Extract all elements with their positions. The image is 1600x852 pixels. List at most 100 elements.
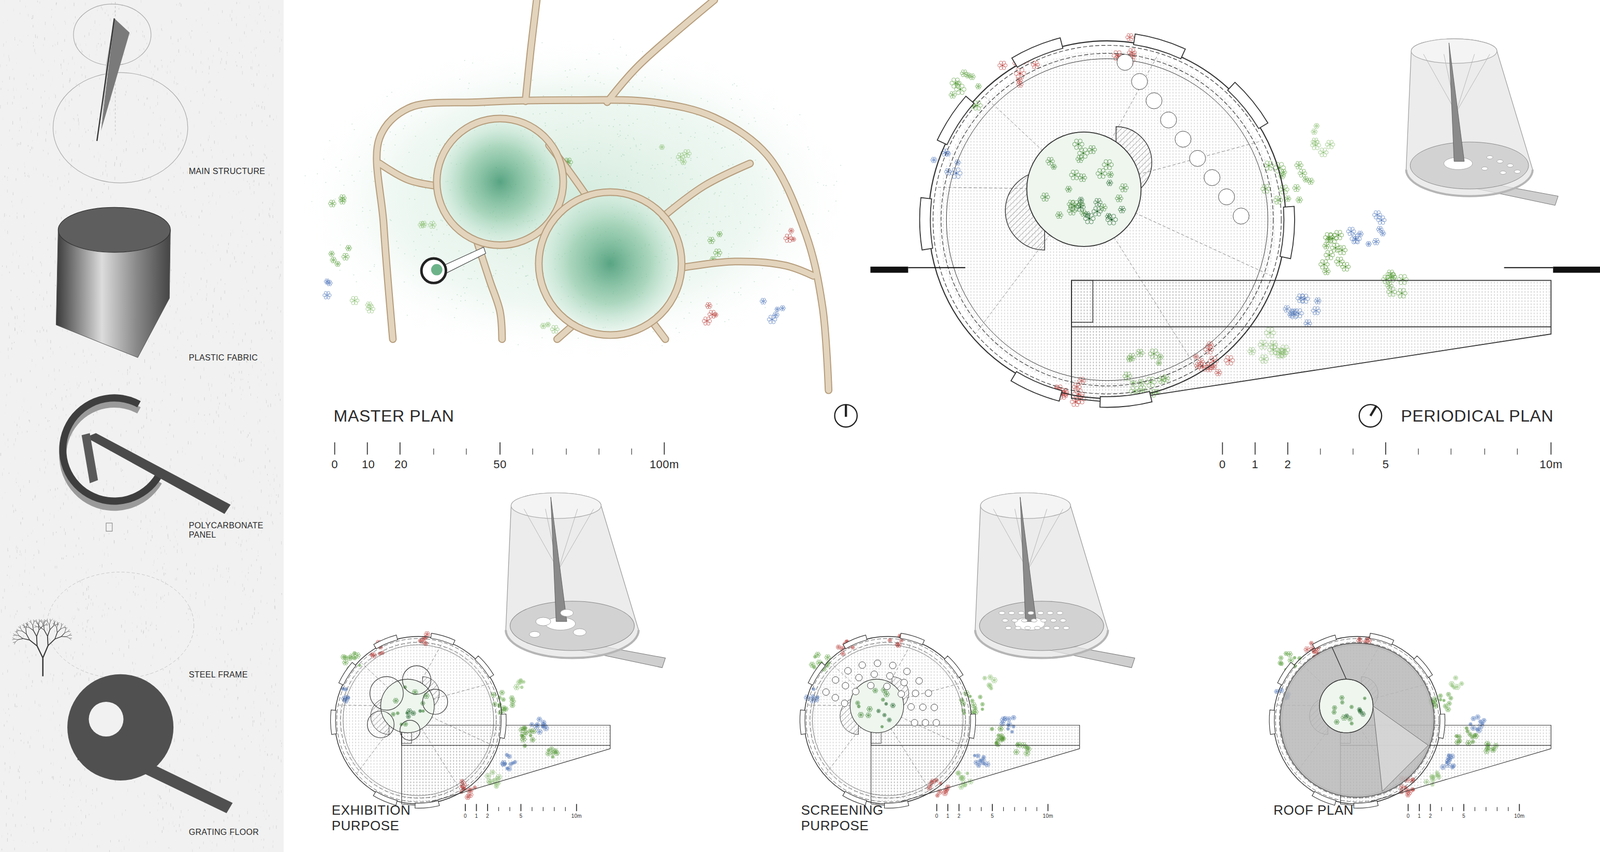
illustration-part	[32, 146, 34, 149]
illustration-part	[125, 809, 126, 811]
illustration-part	[157, 95, 158, 99]
illustration-part	[255, 47, 257, 49]
illustration-part	[83, 355, 85, 357]
illustration-part	[242, 505, 244, 508]
illustration-part	[88, 346, 90, 351]
illustration-part	[81, 48, 82, 52]
illustration-part	[27, 175, 28, 177]
illustration-part	[82, 552, 84, 555]
illustration-part	[271, 511, 272, 516]
illustration-part	[272, 473, 274, 475]
illustration-part	[32, 140, 33, 142]
illustration-part	[19, 12, 21, 15]
illustration-part	[25, 556, 26, 561]
illustration-part	[177, 135, 179, 138]
illustration-part	[77, 522, 79, 525]
illustration-part	[200, 737, 201, 742]
illustration-part	[10, 242, 12, 245]
illustration-part	[150, 60, 151, 64]
illustration-part	[187, 441, 189, 445]
illustration-part	[115, 586, 117, 588]
illustration-part	[245, 620, 246, 625]
illustration-part	[271, 753, 273, 756]
illustration-part	[6, 214, 7, 216]
illustration-part	[265, 415, 267, 419]
illustration-part	[275, 436, 277, 440]
illustration-part	[42, 224, 44, 227]
illustration-part	[271, 329, 272, 332]
illustration-part	[266, 399, 267, 403]
illustration-part	[165, 785, 167, 788]
illustration-part	[254, 101, 256, 104]
illustration-part	[241, 727, 243, 730]
illustration-part	[27, 120, 28, 124]
illustration-part	[246, 180, 248, 182]
illustration-part	[75, 544, 77, 547]
illustration-part	[177, 335, 179, 340]
illustration-part	[187, 809, 189, 811]
illustration-part	[115, 462, 117, 466]
illustration-part	[77, 579, 78, 583]
illustration-part	[42, 808, 44, 810]
illustration-part	[163, 683, 164, 687]
illustration-part	[141, 629, 142, 633]
illustration-part	[215, 410, 217, 414]
illustration-part	[65, 756, 66, 759]
illustration-part	[166, 801, 167, 804]
illustration-part	[63, 555, 64, 557]
illustration-part	[148, 401, 150, 403]
illustration-part	[173, 434, 174, 438]
illustration-part	[240, 251, 242, 254]
illustration-part	[253, 846, 254, 851]
illustration-part	[173, 191, 175, 193]
illustration-part	[251, 240, 253, 243]
illustration-part	[79, 94, 81, 97]
illustration-part	[279, 356, 280, 359]
illustration-part	[144, 359, 145, 363]
illustration-part	[108, 607, 109, 609]
illustration-part	[237, 696, 239, 700]
illustration-part	[280, 736, 282, 740]
illustration-part	[214, 179, 215, 181]
illustration-part	[25, 796, 26, 800]
illustration-part	[262, 210, 263, 215]
illustration-part	[276, 806, 277, 811]
illustration-part	[81, 775, 82, 779]
illustration-part	[168, 487, 170, 489]
illustration-part	[169, 539, 171, 541]
illustration-part	[19, 573, 21, 577]
illustration-part	[99, 45, 101, 49]
illustration-part	[248, 289, 250, 292]
illustration-part	[78, 537, 80, 540]
illustration-part	[30, 149, 31, 151]
illustration-part	[172, 806, 174, 810]
illustration-part	[148, 629, 150, 631]
illustration-part	[120, 605, 122, 609]
illustration-part	[32, 248, 33, 252]
illustration-part	[114, 10, 115, 14]
illustration-part	[280, 644, 282, 647]
illustration-part	[120, 353, 121, 357]
illustration-part	[265, 154, 266, 156]
illustration-part	[32, 117, 34, 119]
illustration-part	[247, 666, 248, 669]
illustration-part	[259, 753, 261, 756]
illustration-part	[270, 493, 272, 497]
illustration-part	[165, 146, 166, 150]
illustration-part	[20, 732, 21, 735]
illustration-part	[276, 474, 277, 478]
illustration-part	[140, 519, 142, 523]
illustration-part	[234, 386, 236, 388]
illustration-part	[27, 708, 28, 713]
illustration-part	[250, 347, 251, 350]
illustration-part	[112, 796, 113, 799]
illustration-part	[7, 446, 9, 448]
illustration-part	[210, 393, 212, 398]
illustration-part	[138, 796, 139, 798]
illustration-part	[160, 596, 161, 600]
illustration-part	[198, 463, 200, 467]
illustration-part	[259, 743, 260, 747]
illustration-part	[265, 31, 266, 33]
illustration-part	[17, 142, 18, 147]
illustration-part	[26, 685, 27, 689]
